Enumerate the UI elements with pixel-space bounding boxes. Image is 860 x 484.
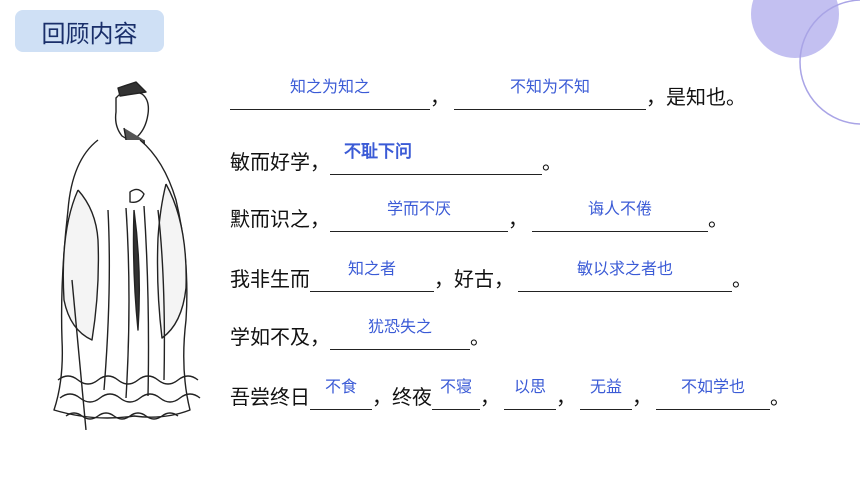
verse-text: ，是知也。	[646, 85, 746, 109]
confucius-figure-illustration	[53, 81, 201, 430]
verse-text: 。	[770, 385, 790, 409]
answer-text: 学而不厌	[386, 199, 451, 218]
answer-blank: 不耻下问	[330, 142, 542, 175]
answer-blank: 敏以求之者也	[518, 259, 732, 292]
section-title: 回顾内容	[41, 19, 138, 48]
verse-text: ，	[556, 385, 576, 409]
answer-text: 诲人不倦	[587, 199, 652, 218]
verse-text: 。	[542, 150, 562, 174]
verse-text: 敏而好学，	[230, 150, 330, 174]
answer-text: 不耻下问	[344, 142, 412, 162]
answer-text: 不食	[324, 377, 357, 396]
verse-text: 吾尝终日	[230, 385, 310, 409]
answer-text: 敏以求之者也	[576, 259, 673, 278]
verse-text: 。	[732, 267, 752, 291]
verse-text: 学如不及，	[230, 325, 330, 349]
verse-line-1: 知之为知之 ， 不知为不知 ，是知也。	[230, 70, 746, 110]
verse-text: ，好古，	[434, 267, 514, 291]
answer-blank: 不食	[310, 377, 372, 410]
verse-line-2: 敏而好学， 不耻下问 。	[230, 135, 562, 175]
answer-blank: 知之为知之	[230, 77, 430, 110]
verse-text: 我非生而	[230, 267, 310, 291]
answer-blank: 以思	[504, 377, 556, 410]
verse-line-3: 默而识之， 学而不厌 ， 诲人不倦 。	[230, 192, 728, 232]
verse-text: ，	[430, 85, 450, 109]
answer-blank: 不知为不知	[454, 77, 646, 110]
verse-text: ，	[508, 207, 528, 231]
answer-text: 不寝	[439, 377, 472, 396]
section-title-badge: 回顾内容	[15, 10, 164, 52]
verse-text: ，	[480, 385, 500, 409]
verse-text: ，	[632, 385, 652, 409]
verse-text: 默而识之，	[230, 207, 330, 231]
answer-text: 无益	[589, 377, 622, 396]
verse-text: 。	[470, 325, 490, 349]
answer-text: 不知为不知	[509, 77, 590, 96]
answer-blank: 犹恐失之	[330, 317, 470, 350]
verse-text: 。	[708, 207, 728, 231]
answer-blank: 无益	[580, 377, 632, 410]
answer-blank: 不寝	[432, 377, 480, 410]
answer-text: 以思	[513, 377, 546, 396]
answer-blank: 诲人不倦	[532, 199, 708, 232]
answer-blank: 不如学也	[656, 377, 770, 410]
answer-text: 犹恐失之	[367, 317, 432, 336]
verse-line-6: 吾尝终日 不食 ，终夜 不寝 ， 以思 ， 无益 ， 不如学也 。	[230, 370, 790, 410]
verse-text: ，终夜	[372, 385, 432, 409]
answer-blank: 知之者	[310, 259, 434, 292]
answer-text: 知之为知之	[289, 77, 370, 96]
verse-line-4: 我非生而 知之者 ，好古， 敏以求之者也 。	[230, 252, 752, 292]
answer-text: 不如学也	[680, 377, 745, 396]
answer-text: 知之者	[347, 259, 396, 278]
answer-blank: 学而不厌	[330, 199, 508, 232]
verse-line-5: 学如不及， 犹恐失之 。	[230, 310, 490, 350]
